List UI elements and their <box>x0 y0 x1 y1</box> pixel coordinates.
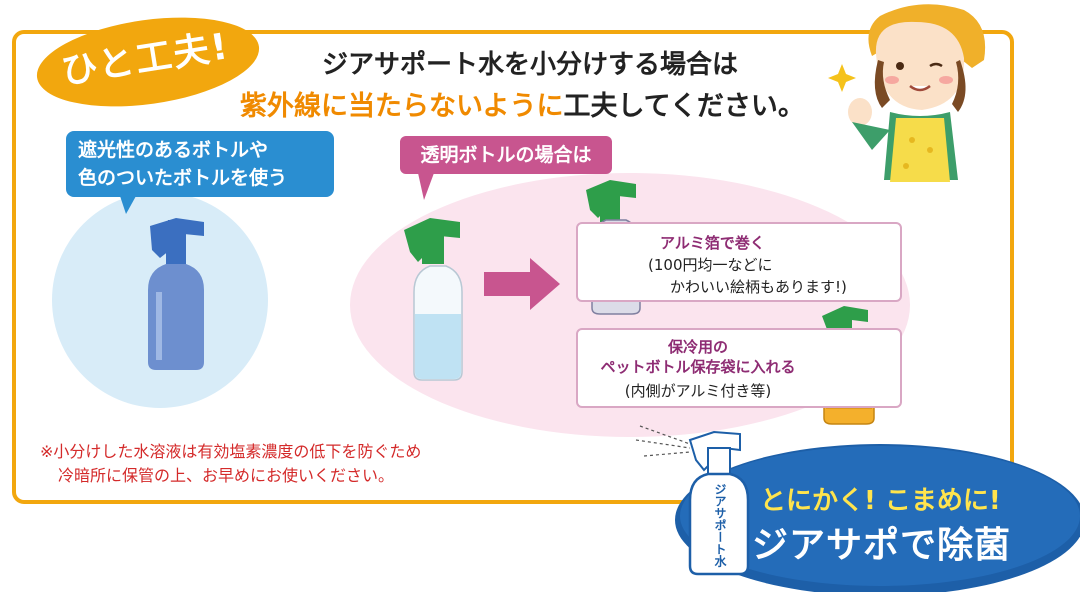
clear-bottle-callout: 透明ボトルの場合は <box>400 136 612 174</box>
slogan-line2: ジアサポで除菌 <box>752 525 1012 566</box>
mascot-woman-illustration <box>828 4 986 182</box>
spray-bottle-label: ジアサポート水 <box>713 483 727 567</box>
slogan-line1: とにかく! こまめに! <box>760 486 1001 516</box>
headline-line2: 紫外線に当たらないように工夫してください。 <box>240 84 805 123</box>
arrow-icon <box>484 258 560 310</box>
bag-option-box: 保冷用の ペットボトル保存袋に入れる (内側がアルミ付き等) <box>576 328 902 408</box>
clear-bottle-icon <box>404 218 463 381</box>
spray-lines <box>635 425 691 457</box>
headline-highlight: 紫外線に当たらないように <box>240 91 564 122</box>
badge-shape <box>36 17 260 107</box>
callout-line2: 色のついたボトルを使う <box>78 167 288 189</box>
callout-line1: 遮光性のあるボトルや <box>78 139 269 161</box>
foil-option-sub2: かわいい絵柄もあります!) <box>670 278 847 296</box>
note-line1: ※小分けした水溶液は有効塩素濃度の低下を防ぐため <box>40 442 422 461</box>
storage-note: ※小分けした水溶液は有効塩素濃度の低下を防ぐため 冷暗所に保管の上、お早めにお使… <box>40 440 421 488</box>
tinted-bottle-icon <box>148 218 204 370</box>
bag-option-sub: (内側がアルミ付き等) <box>624 382 772 400</box>
blue-callout-tail <box>120 196 136 214</box>
foil-option-box: アルミ箔で巻く (100円均一などに かわいい絵柄もあります!) <box>576 222 902 302</box>
headline-rest: 工夫してください。 <box>563 91 805 122</box>
slogan-spray-bottle-icon <box>688 430 750 576</box>
pink-callout-tail <box>418 173 434 200</box>
note-line2: 冷暗所に保管の上、お早めにお使いください。 <box>58 466 395 485</box>
foil-option-sub1: (100円均一などに <box>648 256 773 274</box>
tinted-bottle-callout: 遮光性のあるボトルや 色のついたボトルを使う <box>66 131 334 197</box>
foil-option-title: アルミ箔で巻く <box>660 234 765 252</box>
bag-option-title2: ペットボトル保存袋に入れる <box>600 358 796 376</box>
bag-option-title1: 保冷用の <box>667 338 728 356</box>
headline-line1: ジアサポート水を小分けする場合は <box>322 50 739 80</box>
